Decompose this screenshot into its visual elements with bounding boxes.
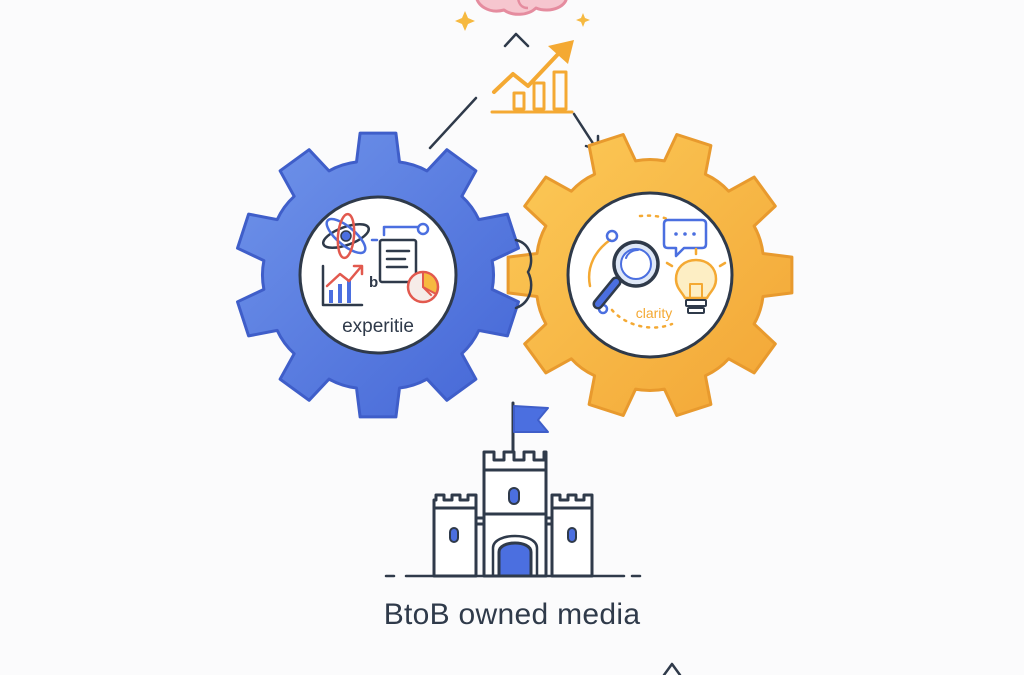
sparkle-icon xyxy=(455,11,590,31)
gear-mesh-line xyxy=(514,238,533,310)
caret-icon xyxy=(503,32,530,48)
growth-chart-icon xyxy=(490,40,574,114)
diagram-caption: BtoB owned media xyxy=(383,598,641,631)
speech-bubble-icon xyxy=(662,218,708,258)
magnifier-icon xyxy=(592,240,660,310)
document-icon xyxy=(370,222,430,284)
brain-icon xyxy=(475,0,568,16)
lightbulb-icon xyxy=(665,247,727,314)
castle-icon xyxy=(432,450,594,578)
pie-chart-icon xyxy=(406,270,440,304)
bottom-arrow-icon xyxy=(662,662,682,675)
left-gear-mark: b xyxy=(369,274,378,291)
left-gear-label: experitie xyxy=(342,316,414,337)
flag-icon xyxy=(511,401,549,458)
right-gear-label: clarity xyxy=(636,305,673,321)
line-chart-icon xyxy=(321,264,364,307)
atom-icon xyxy=(321,212,371,260)
